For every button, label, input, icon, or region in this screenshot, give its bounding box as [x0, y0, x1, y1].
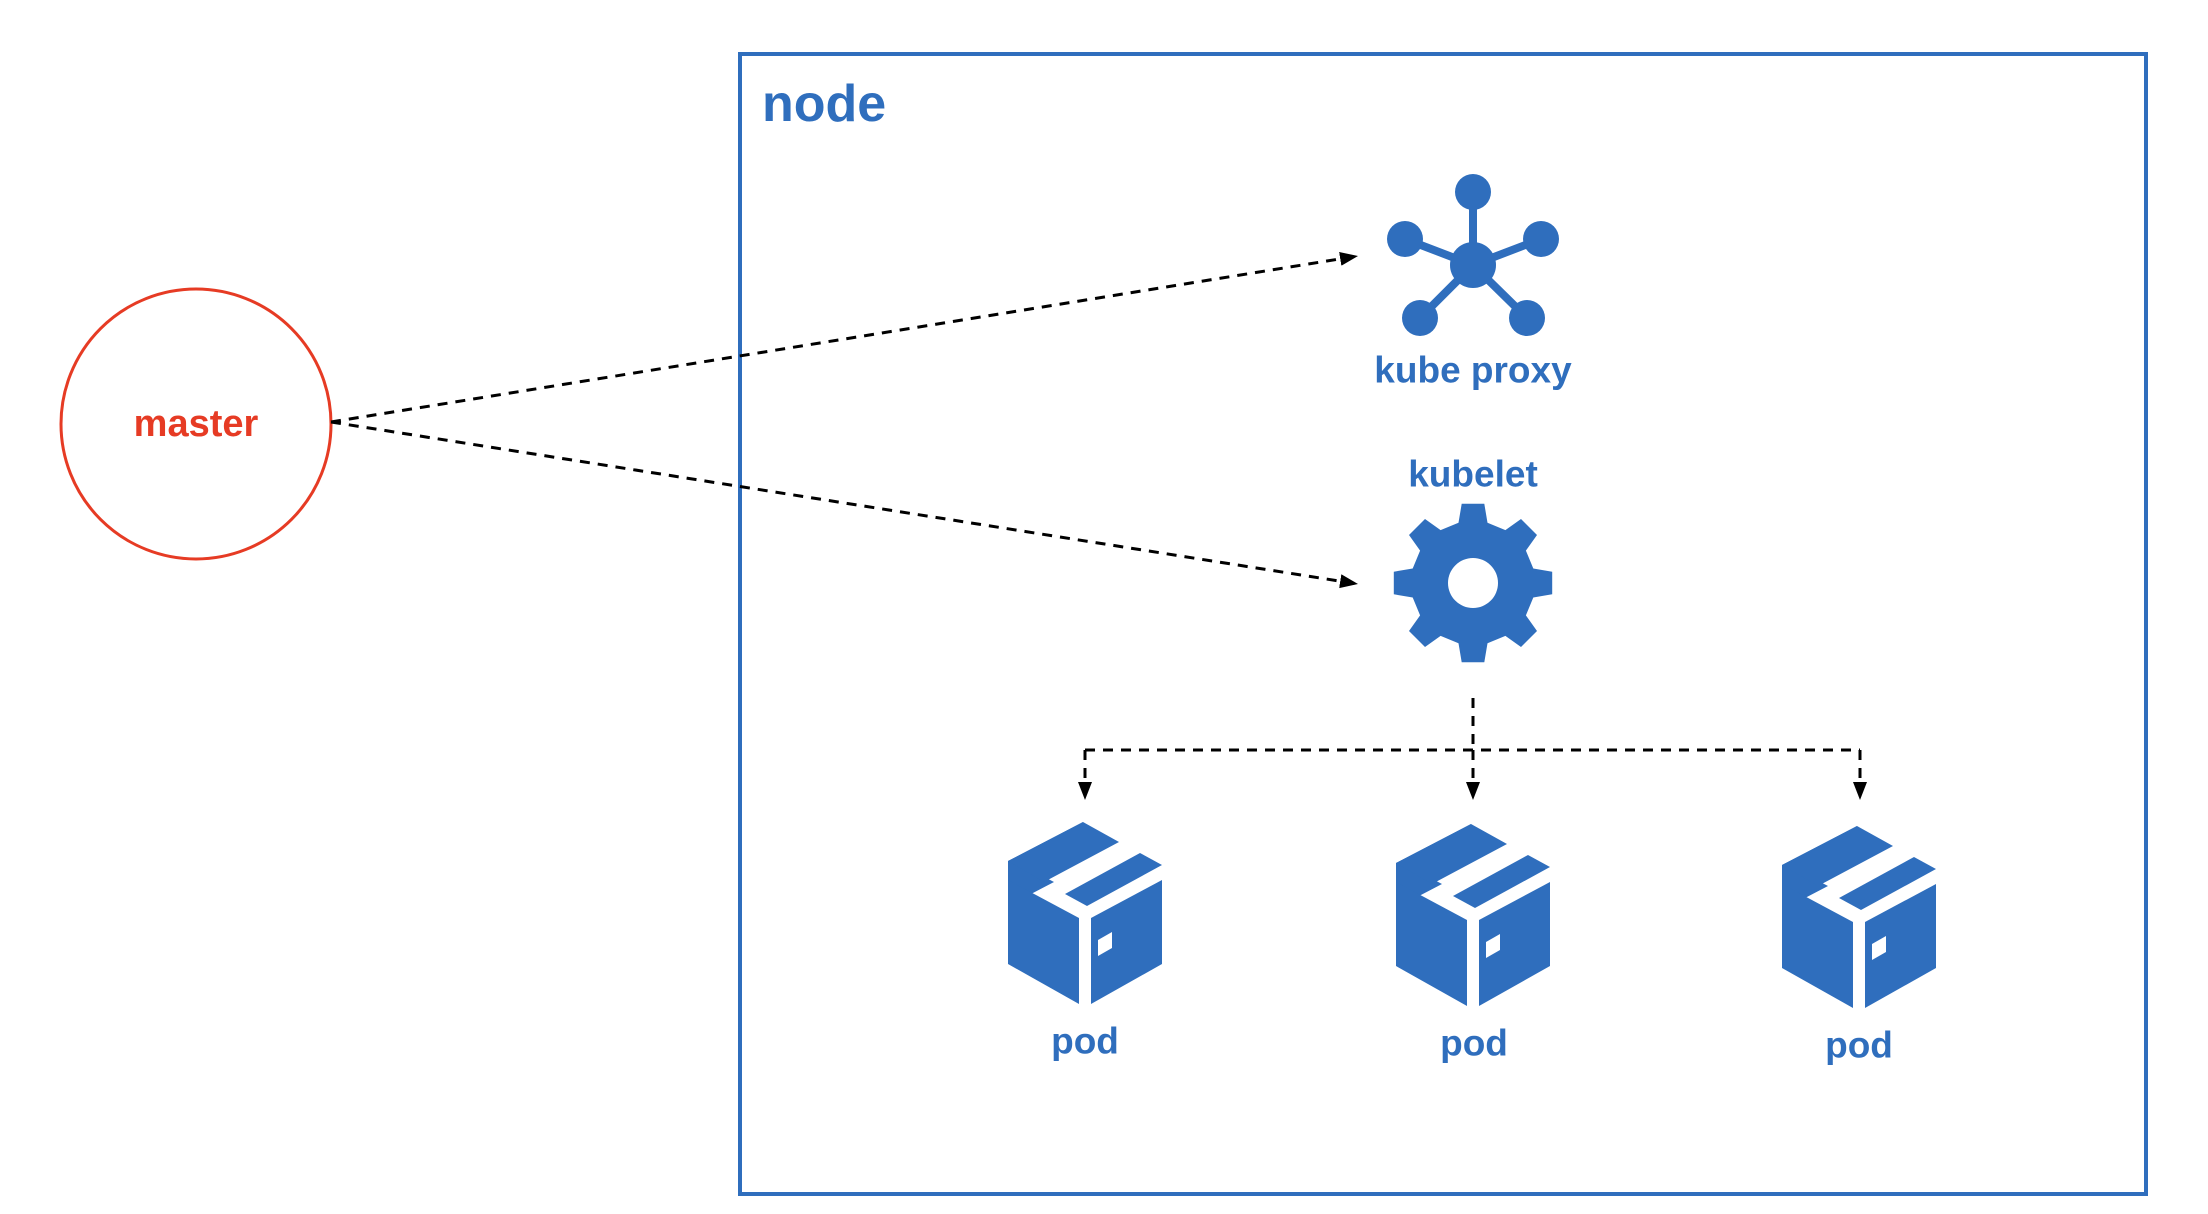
arrow-master-to-kubelet — [330, 420, 1359, 589]
kubelet-label: kubelet — [1408, 453, 1538, 495]
kube-proxy-label: kube proxy — [1374, 349, 1572, 391]
node-title: node — [762, 75, 887, 133]
node-container — [738, 52, 2148, 1196]
pod-label: pod — [1440, 1022, 1508, 1064]
pod-label: pod — [1051, 1020, 1119, 1062]
master-circle — [59, 287, 333, 561]
kubelet-to-pods-connector — [1085, 698, 1860, 752]
arrow-master-to-kube-proxy — [330, 251, 1359, 424]
network-hub-icon — [1387, 174, 1559, 336]
pod-label: pod — [1825, 1024, 1893, 1066]
box-icon — [1008, 822, 1162, 1004]
box-icon — [1396, 824, 1550, 1006]
gear-icon — [1393, 503, 1553, 663]
master-label: master — [133, 403, 259, 445]
box-icon — [1782, 826, 1936, 1008]
